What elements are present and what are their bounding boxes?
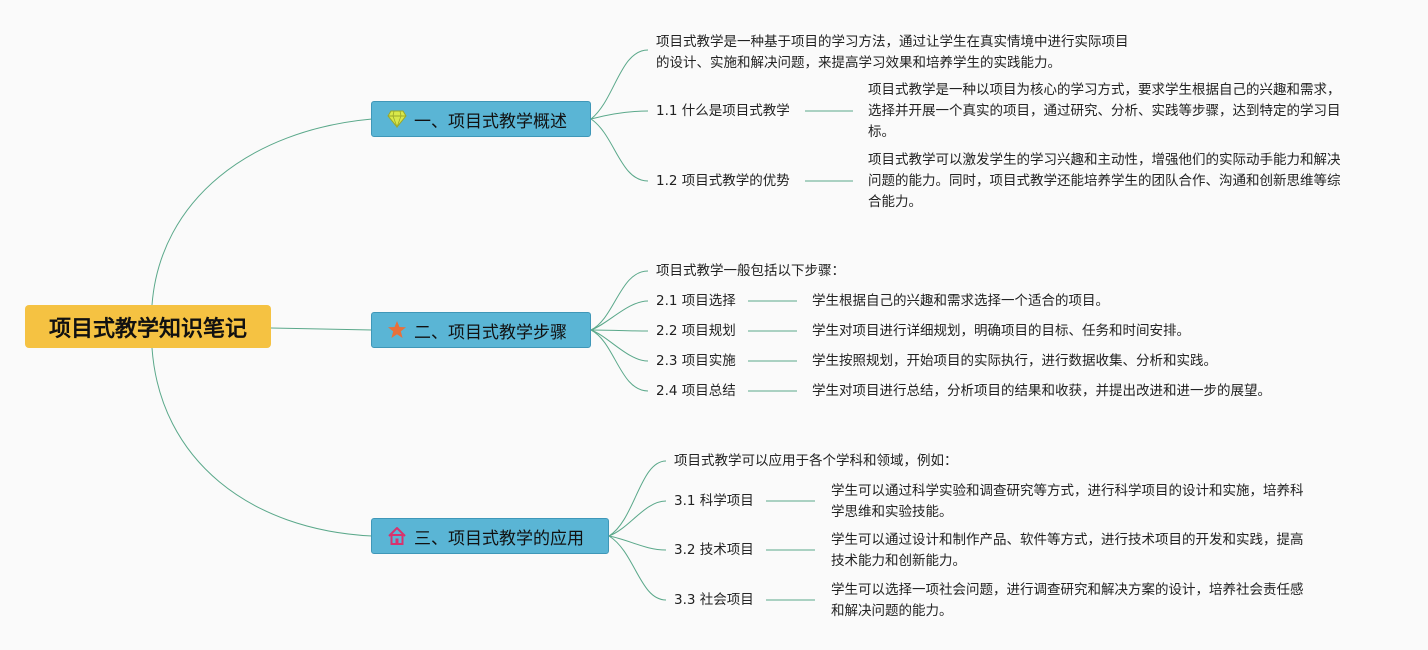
branch-overview-intro[interactable]: 项目式教学是一种基于项目的学习方法，通过让学生在真实情境中进行实际项目 的设计、…	[656, 34, 1129, 71]
star-icon	[386, 319, 408, 341]
branch-overview[interactable]: 一、项目式教学概述	[371, 101, 591, 137]
branch2-link-4	[590, 329, 649, 392]
topic-1-2[interactable]: 1.2 项目式教学的优势	[656, 173, 790, 189]
root-topic[interactable]: 项目式教学知识笔记	[25, 305, 271, 348]
branch-application[interactable]: 三、项目式教学的应用	[371, 518, 609, 554]
root-link-1	[151, 118, 373, 306]
topic-2-1[interactable]: 2.1 项目选择	[656, 293, 736, 309]
topic-2-3-desc[interactable]: 学生按照规划，开始项目的实际执行，进行数据收集、分析和实践。	[812, 353, 1217, 369]
topic-2-2[interactable]: 2.2 项目规划	[656, 323, 736, 339]
branch3-link-3	[608, 535, 667, 601]
topic-3-3[interactable]: 3.3 社会项目	[674, 592, 754, 608]
topic-2-2-desc[interactable]: 学生对项目进行详细规划，明确项目的目标、任务和时间安排。	[812, 323, 1190, 339]
topic-3-2[interactable]: 3.2 技术项目	[674, 542, 754, 558]
branch3-link-intro	[608, 460, 667, 537]
branch1-link-1	[590, 110, 649, 120]
branch-application-label: 三、项目式教学的应用	[414, 528, 584, 549]
branch1-link-2	[590, 118, 649, 182]
root-topic-label: 项目式教学知识笔记	[48, 316, 247, 342]
root-link-3	[151, 347, 373, 537]
topic-1-2-desc[interactable]: 项目式教学可以激发学生的学习兴趣和主动性，增强他们的实际动手能力和解决 问题的能…	[868, 152, 1341, 210]
topic-3-1-desc[interactable]: 学生可以通过科学实验和调查研究等方式，进行科学项目的设计和实施，培养科 学思维和…	[831, 483, 1304, 520]
branch2-link-intro	[590, 270, 649, 331]
topic-3-1[interactable]: 3.1 科学项目	[674, 493, 754, 509]
branch-steps-label: 二、项目式教学步骤	[414, 322, 567, 343]
topic-1-1-desc[interactable]: 项目式教学是一种以项目为核心的学习方式，要求学生根据自己的兴趣和需求， 选择并开…	[868, 82, 1341, 140]
topic-3-2-desc[interactable]: 学生可以通过设计和制作产品、软件等方式，进行技术项目的开发和实践，提高 技术能力…	[831, 532, 1304, 569]
branch2-link-2	[590, 329, 649, 332]
home-icon	[386, 525, 408, 547]
branch3-link-1	[608, 500, 667, 537]
topic-2-3[interactable]: 2.3 项目实施	[656, 353, 736, 369]
branch1-link-intro	[590, 49, 649, 120]
branch-steps-intro[interactable]: 项目式教学一般包括以下步骤：	[656, 263, 845, 279]
branch-application-intro[interactable]: 项目式教学可以应用于各个学科和领域，例如：	[674, 453, 958, 469]
branch-steps[interactable]: 二、项目式教学步骤	[371, 312, 591, 348]
branch-overview-label: 一、项目式教学概述	[414, 111, 567, 132]
diamond-icon	[386, 108, 408, 130]
branch3-link-2	[608, 535, 667, 551]
topic-2-4-desc[interactable]: 学生对项目进行总结，分析项目的结果和收获，并提出改进和进一步的展望。	[812, 383, 1271, 399]
topic-2-1-desc[interactable]: 学生根据自己的兴趣和需求选择一个适合的项目。	[812, 293, 1109, 309]
branch2-link-1	[590, 300, 649, 331]
topic-3-3-desc[interactable]: 学生可以选择一项社会问题，进行调查研究和解决方案的设计，培养社会责任感 和解决问…	[831, 582, 1304, 619]
topic-1-1[interactable]: 1.1 什么是项目式教学	[656, 103, 790, 119]
branch2-link-3	[590, 329, 649, 362]
topic-2-4[interactable]: 2.4 项目总结	[656, 383, 736, 399]
root-link-2	[270, 327, 373, 331]
